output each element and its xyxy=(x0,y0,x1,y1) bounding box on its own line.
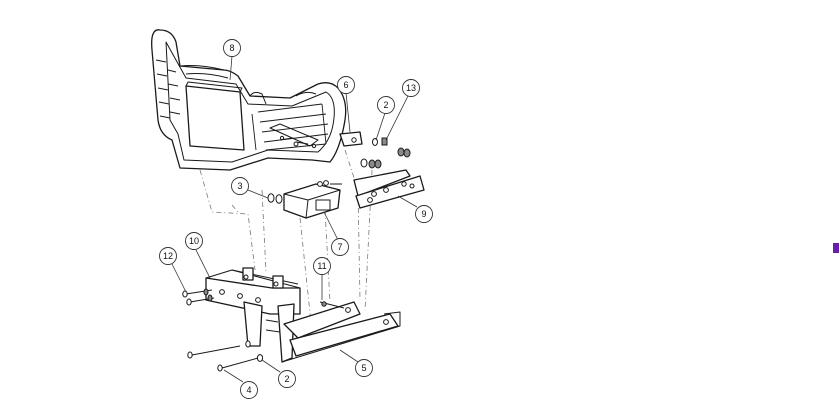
callout-8: 8 xyxy=(223,39,241,57)
callout-12-label: 12 xyxy=(163,251,173,261)
assembly-guide-lines xyxy=(199,149,373,333)
callout-3-label: 3 xyxy=(237,181,242,191)
edge-marker xyxy=(833,243,839,253)
callout-5-label: 5 xyxy=(361,363,366,373)
washers xyxy=(267,193,283,204)
callout-2-top-label: 2 xyxy=(383,100,388,110)
callout-7: 7 xyxy=(331,238,349,256)
callout-6-label: 6 xyxy=(343,80,348,90)
callout-8-label: 8 xyxy=(229,43,234,53)
top-hardware xyxy=(360,137,411,169)
mounting-plates xyxy=(353,169,425,209)
brush-guard xyxy=(151,29,347,171)
callout-4-label: 4 xyxy=(246,385,251,395)
callout-10-label: 10 xyxy=(189,236,199,246)
callout-9: 9 xyxy=(415,205,433,223)
callout-10: 10 xyxy=(185,232,203,250)
callout-11: 11 xyxy=(313,257,331,275)
callout-6: 6 xyxy=(337,76,355,94)
leader-lines xyxy=(171,55,418,383)
cross-tube xyxy=(205,267,301,315)
mounting-tab xyxy=(339,131,363,147)
callout-5: 5 xyxy=(355,359,373,377)
lower-frame xyxy=(243,301,401,363)
callout-2-bottom: 2 xyxy=(278,370,296,388)
bolts xyxy=(182,288,264,372)
spacer-block xyxy=(283,180,342,219)
callout-11-label: 11 xyxy=(317,261,326,271)
callout-7-label: 7 xyxy=(337,242,342,252)
callout-13-label: 13 xyxy=(406,83,416,93)
callout-2-bottom-label: 2 xyxy=(284,374,289,384)
callout-3: 3 xyxy=(231,177,249,195)
callout-2-top: 2 xyxy=(377,96,395,114)
callout-9-label: 9 xyxy=(421,209,426,219)
callout-4: 4 xyxy=(240,381,258,399)
callout-12: 12 xyxy=(159,247,177,265)
callout-13: 13 xyxy=(402,79,420,97)
